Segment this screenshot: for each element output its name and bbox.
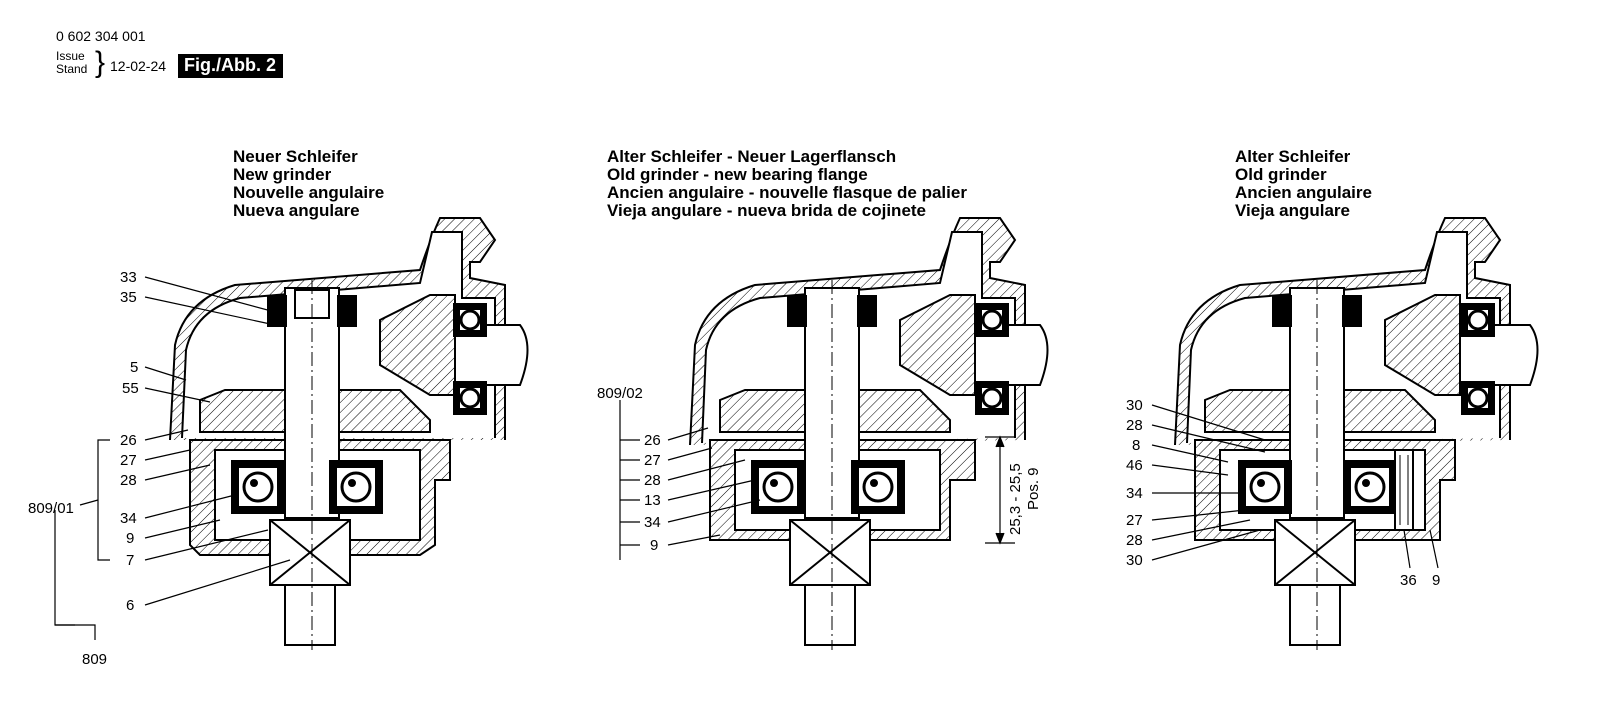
title-line: New grinder: [233, 165, 332, 184]
callout-46: 46: [1126, 457, 1143, 474]
stand-label: Stand: [56, 62, 88, 76]
callout-28: 28: [1126, 532, 1143, 549]
callout-33: 33: [120, 269, 137, 286]
retaining-screw: [1394, 449, 1414, 531]
callout-6: 6: [126, 597, 134, 614]
callout-34: 34: [120, 510, 137, 527]
callout-30: 30: [1126, 397, 1143, 414]
callout-9: 9: [1432, 572, 1440, 589]
issue-stand-label: Issue Stand: [56, 50, 87, 76]
panel-3-drawing: [1174, 217, 1539, 650]
callout-34: 34: [644, 514, 661, 531]
panel-2-drawing: [689, 217, 1049, 650]
callout-27: 27: [120, 452, 137, 469]
figure-badge: Fig./Abb. 2: [178, 54, 283, 78]
title-line: Nueva angulare: [233, 201, 360, 220]
callout-7: 7: [126, 552, 134, 569]
issue-date: 12-02-24: [110, 58, 167, 74]
issue-label: Issue: [56, 49, 85, 63]
panel-2-title: Alter Schleifer - Neuer Lagerflansch Old…: [607, 148, 967, 220]
callout-5: 5: [130, 359, 138, 376]
callout-8: 8: [1132, 437, 1140, 454]
dimension-position: Pos. 9: [1025, 467, 1042, 510]
callout-30: 30: [1126, 552, 1143, 569]
callout-34: 34: [1126, 485, 1143, 502]
dimension-value: 25,3 - 25,5: [1007, 463, 1024, 535]
title-line: Old grinder: [1235, 165, 1327, 184]
callout-13: 13: [644, 492, 661, 509]
callout-26: 26: [644, 432, 661, 449]
upper-bearing: [267, 295, 287, 327]
callout-28: 28: [120, 472, 137, 489]
title-line: Old grinder - new bearing flange: [607, 165, 868, 184]
title-line: Vieja angulare - nueva brida de cojinete: [607, 201, 927, 220]
title-line: Ancien angulaire: [1235, 183, 1372, 202]
callout-27: 27: [644, 452, 661, 469]
title-line: Ancien angulaire - nouvelle flasque de p…: [607, 183, 967, 202]
panel-1-title: Neuer Schleifer New grinder Nouvelle ang…: [233, 148, 384, 220]
pinion-gear: [1384, 294, 1461, 396]
title-line: Vieja angulare: [1235, 201, 1350, 220]
callout-36: 36: [1400, 572, 1417, 589]
title-line: Nouvelle angulaire: [233, 183, 385, 202]
callout-9: 9: [126, 530, 134, 547]
callout-27: 27: [1126, 512, 1143, 529]
title-line: Alter Schleifer: [1235, 147, 1351, 166]
callout-28: 28: [1126, 417, 1143, 434]
brace-icon: }: [95, 46, 106, 79]
callout-26: 26: [120, 432, 137, 449]
panel-3-title: Alter Schleifer Old grinder Ancien angul…: [1235, 148, 1372, 220]
callout-809-01: 809/01: [28, 500, 74, 517]
title-line: Neuer Schleifer: [233, 147, 358, 166]
callout-28: 28: [644, 472, 661, 489]
part-number: 0 602 304 001: [56, 28, 146, 44]
callout-809-02: 809/02: [597, 385, 643, 402]
callout-55: 55: [122, 380, 139, 397]
title-line: Alter Schleifer - Neuer Lagerflansch: [607, 147, 897, 166]
callout-809: 809: [82, 651, 107, 668]
callout-9: 9: [650, 537, 658, 554]
panel-1-drawing: [169, 217, 529, 650]
callout-35: 35: [120, 289, 137, 306]
dimension-line: [985, 435, 1015, 545]
